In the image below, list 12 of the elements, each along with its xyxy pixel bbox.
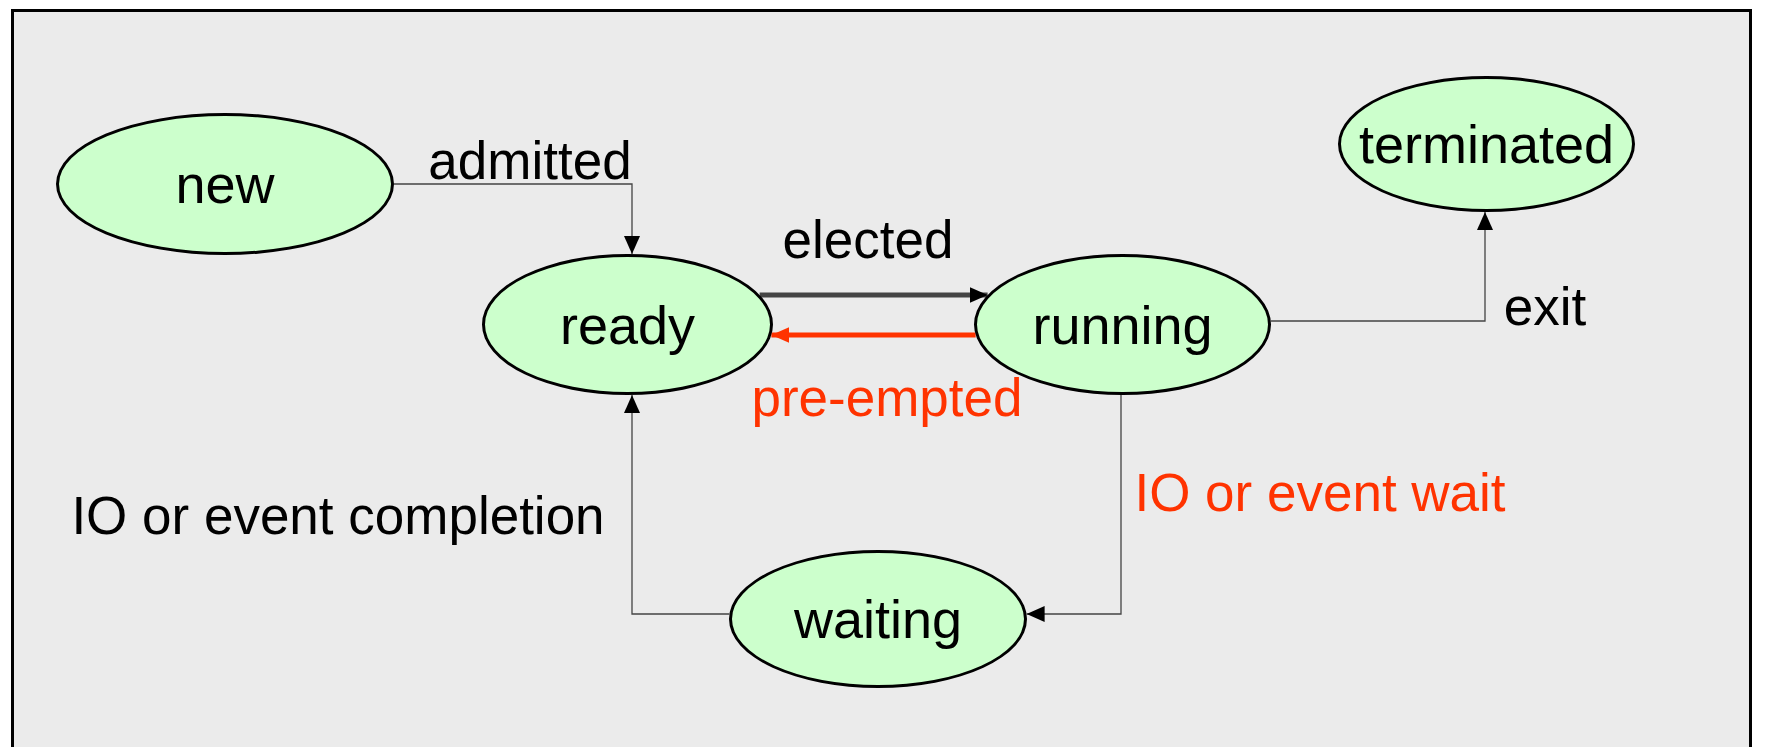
state-name: new — [175, 157, 275, 211]
state-name: terminated — [1358, 117, 1615, 171]
arrow — [1025, 394, 1122, 622]
arrow — [771, 327, 976, 343]
arrow — [393, 183, 640, 255]
arrow — [759, 287, 988, 303]
arrow — [1270, 211, 1493, 322]
edge-label: elected — [782, 212, 954, 266]
edge-label: exit — [1503, 279, 1587, 333]
edge-label: IO or event wait — [1134, 465, 1506, 519]
arrow — [624, 394, 731, 615]
edge-label: admitted — [428, 133, 632, 187]
